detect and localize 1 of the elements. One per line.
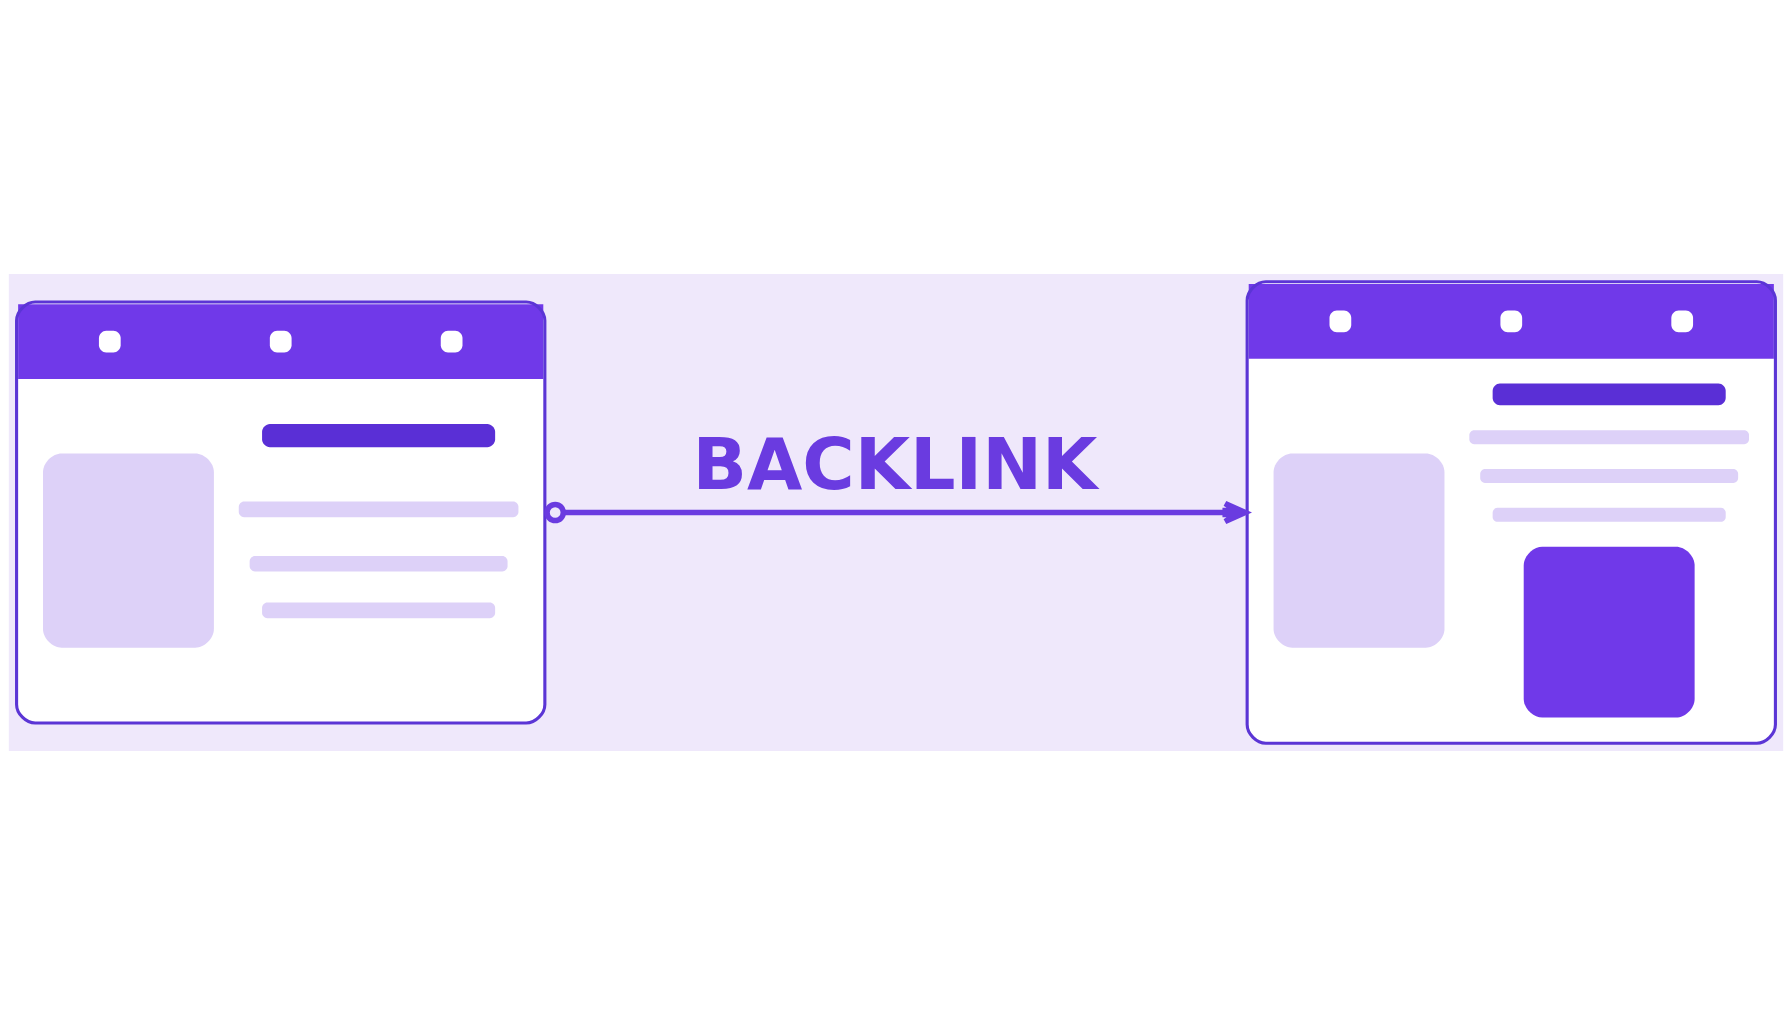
edge-label: BACKLINK [692, 422, 1098, 506]
